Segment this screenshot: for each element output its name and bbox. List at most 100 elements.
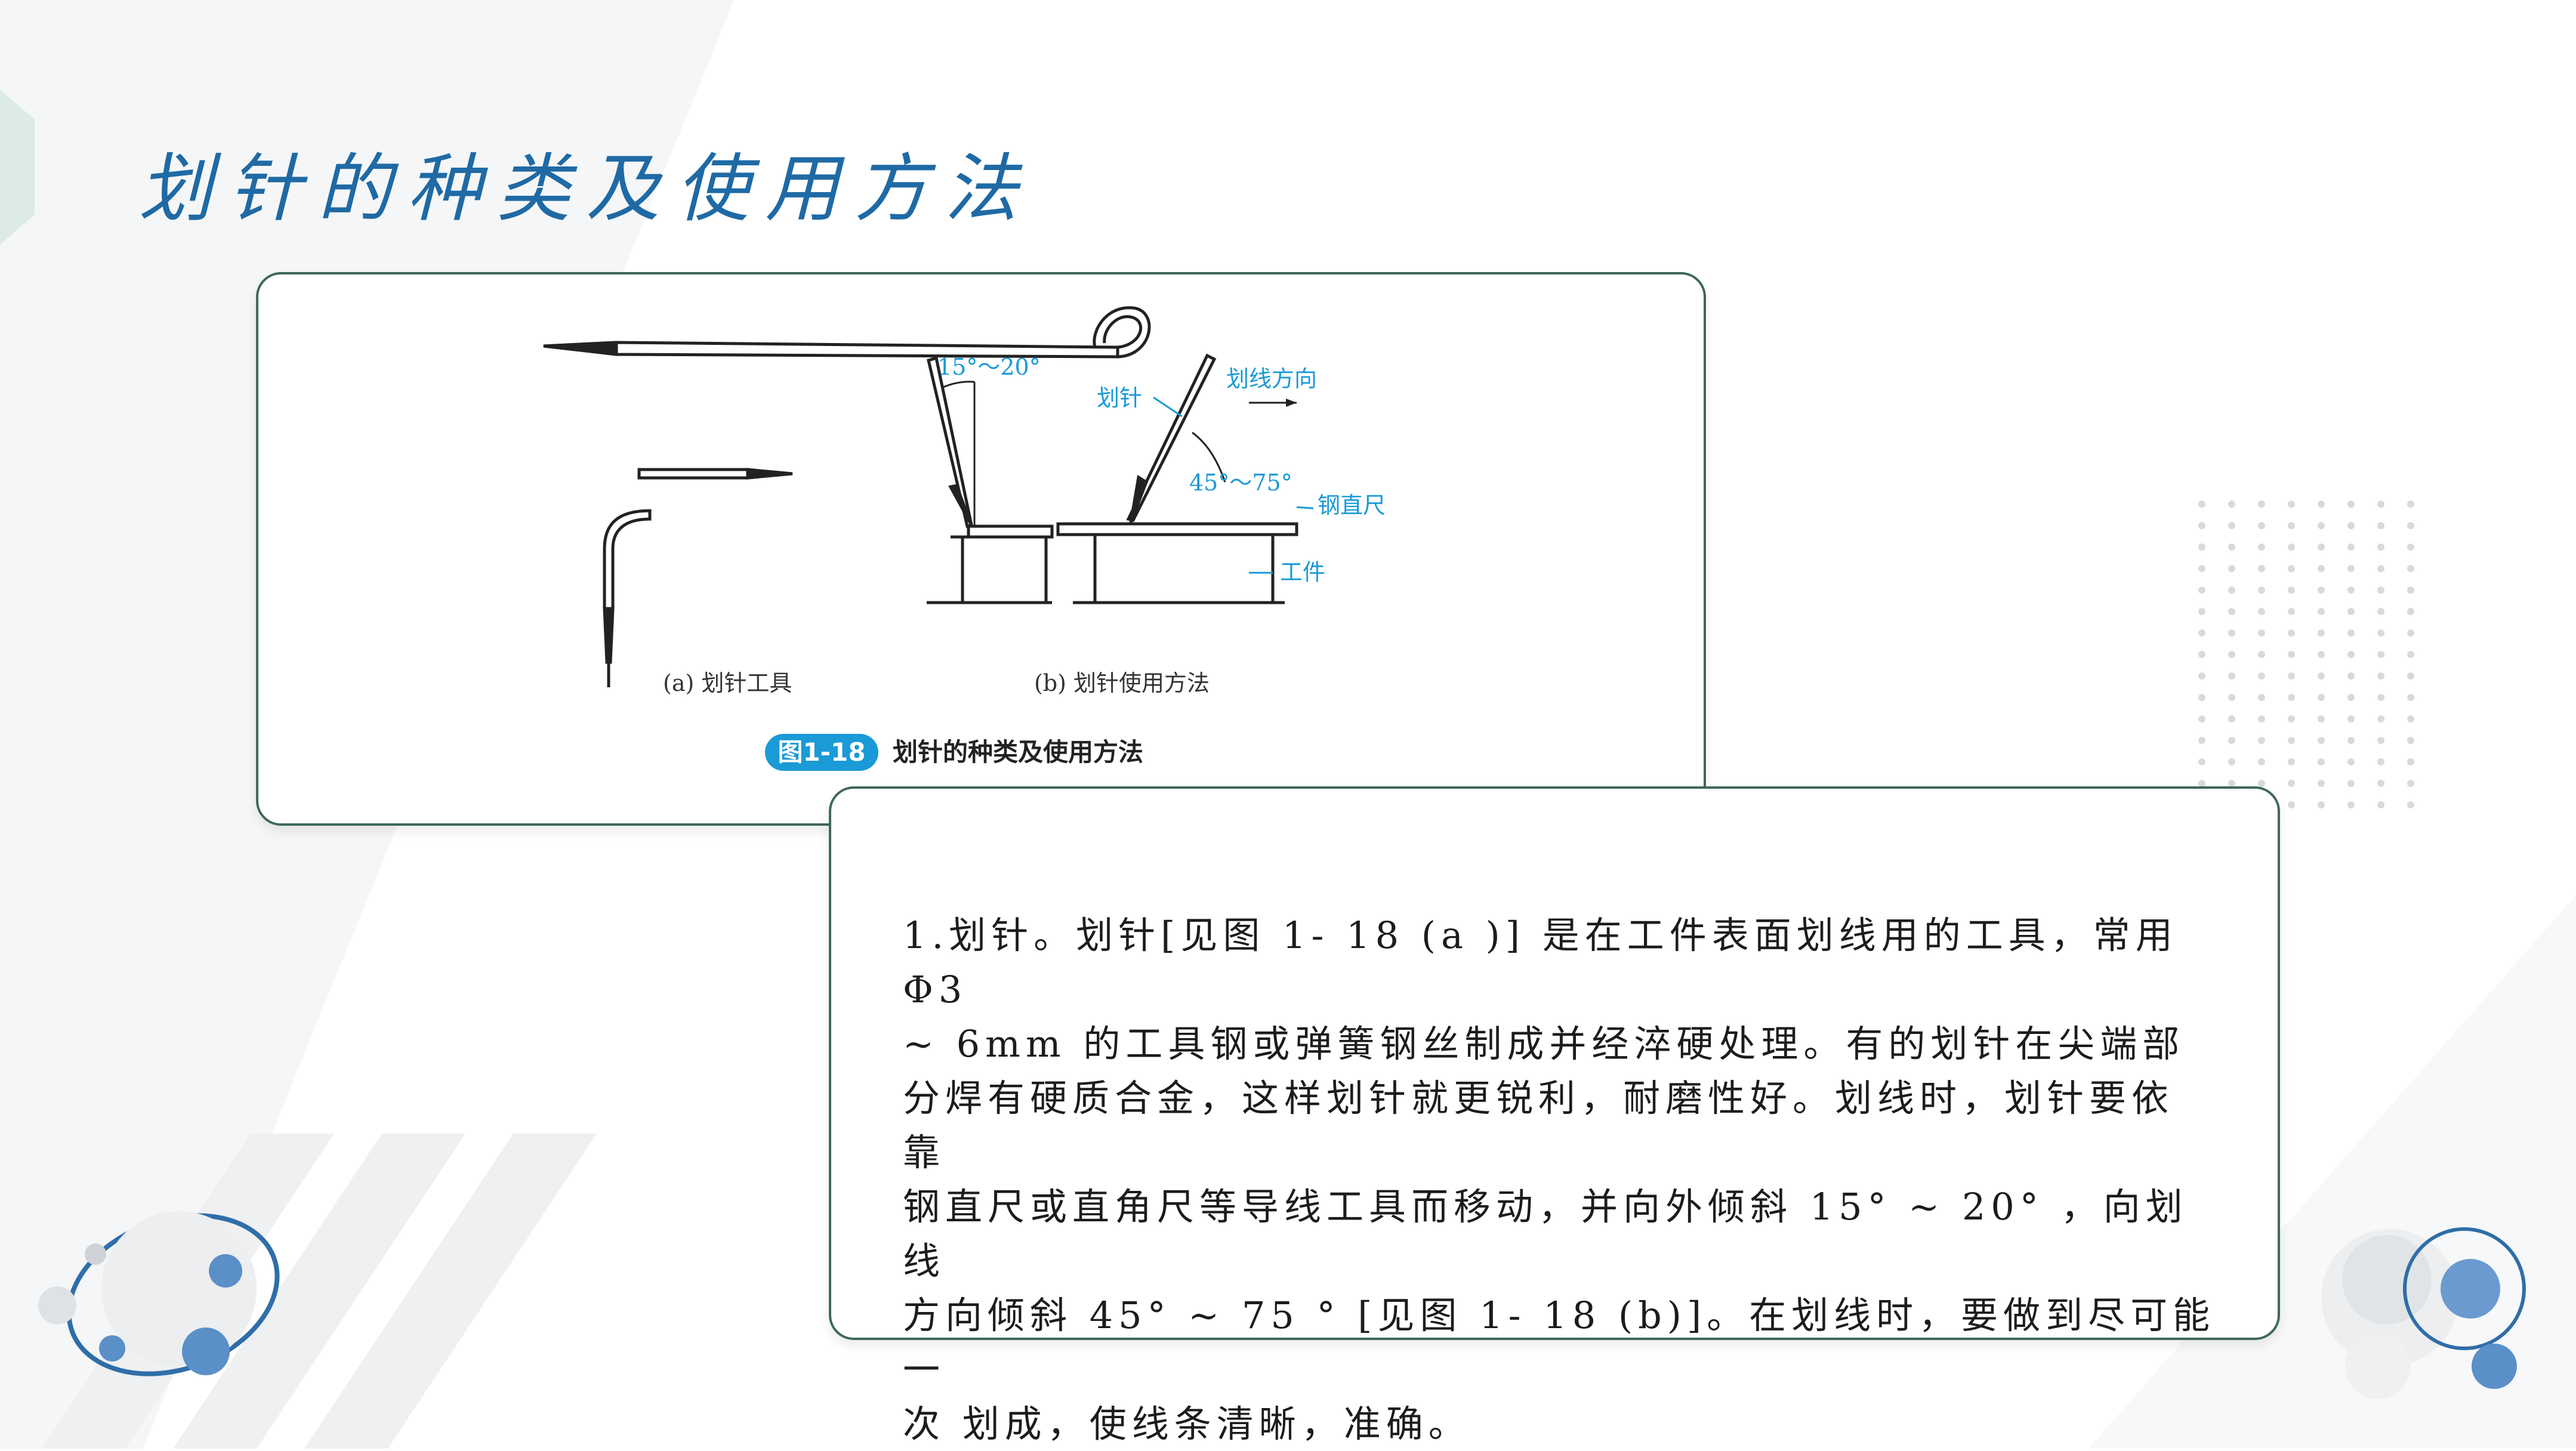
- grid-dot: [2347, 565, 2355, 572]
- grid-dot: [2318, 651, 2325, 658]
- bubbles-orbit-icon-left: [38, 1211, 280, 1376]
- grid-dot: [2347, 801, 2355, 808]
- grid-dot: [2318, 801, 2325, 808]
- grid-dot: [2318, 629, 2325, 637]
- grid-dot: [2198, 737, 2205, 744]
- label-angle-small: 15°～20°: [937, 354, 1041, 380]
- grid-dot: [2228, 651, 2235, 658]
- grid-dot: [2198, 586, 2205, 594]
- grid-dot: [2407, 608, 2414, 615]
- grid-dot: [2318, 758, 2325, 765]
- scriber-figure: 15°～20° 划针 划线方向 45°～75° 钢直尺 工件 (a) 划针工具 …: [543, 306, 1386, 771]
- grid-dot: [2377, 694, 2384, 701]
- grid-dot: [2377, 715, 2384, 723]
- stripe-2: [173, 1134, 465, 1449]
- page-title: 划针的种类及使用方法: [138, 146, 1034, 232]
- grid-dot: [2407, 501, 2414, 508]
- grid-dot: [2377, 801, 2384, 808]
- grid-dot: [2318, 608, 2325, 615]
- usage-diagram-left: [927, 356, 1054, 604]
- grid-dot: [2347, 544, 2355, 551]
- grid-dot: [2228, 737, 2235, 744]
- grid-dot: [2318, 715, 2325, 723]
- left-edge-tab: [0, 89, 35, 245]
- grid-dot: [2258, 629, 2265, 637]
- grid-dot: [2377, 501, 2384, 508]
- label-angle-large: 45°～75°: [1189, 470, 1292, 496]
- grid-dot: [2198, 544, 2205, 551]
- grid-dot: [2347, 672, 2355, 680]
- grid-dot: [2377, 629, 2384, 637]
- grid-dot: [2198, 780, 2205, 787]
- grid-dot: [2377, 780, 2384, 787]
- grid-dot: [2407, 565, 2414, 572]
- grid-dot: [2377, 737, 2384, 744]
- grid-dot: [2258, 651, 2265, 658]
- grid-dot: [2318, 672, 2325, 680]
- grid-dot: [2318, 501, 2325, 508]
- grid-dot: [2347, 694, 2355, 701]
- grid-dot: [2407, 629, 2414, 637]
- usage-diagram-right: [1056, 353, 1298, 604]
- grid-dot: [2228, 694, 2235, 701]
- grid-dot: [2318, 737, 2325, 744]
- grid-dot: [2198, 715, 2205, 723]
- grid-dot: [2407, 544, 2414, 551]
- grid-dot: [2377, 651, 2384, 658]
- grid-dot: [2228, 522, 2235, 529]
- label-workpiece: 工件: [1280, 559, 1325, 585]
- grid-dot: [2377, 522, 2384, 529]
- leader-lines: [1153, 396, 1314, 574]
- grid-dot: [2258, 758, 2265, 765]
- grid-dot: [2288, 629, 2295, 637]
- label-direction: 划线方向: [1226, 366, 1317, 392]
- grid-dot: [2288, 801, 2295, 808]
- grid-dot: [2407, 694, 2414, 701]
- sub-caption-a: (a) 划针工具: [663, 670, 792, 696]
- grid-dot: [2407, 780, 2414, 787]
- grid-dot: [2407, 522, 2414, 529]
- grid-dot: [2258, 694, 2265, 701]
- grid-dot: [2198, 694, 2205, 701]
- grid-dot: [2288, 780, 2295, 787]
- grid-dot: [2347, 608, 2355, 615]
- scriber-straight-tool: [637, 468, 793, 480]
- grid-dot: [2407, 715, 2414, 723]
- grid-dot: [2288, 501, 2295, 508]
- grid-dot: [2228, 586, 2235, 594]
- scriber-bent-tool: [603, 509, 652, 687]
- grid-dot: [2347, 501, 2355, 508]
- grid-dot: [2258, 715, 2265, 723]
- sub-caption-b: (b) 划针使用方法: [1034, 670, 1210, 696]
- grid-dot: [2288, 758, 2295, 765]
- grid-dot: [2288, 715, 2295, 723]
- grid-dot: [2228, 608, 2235, 615]
- grid-dot: [2407, 758, 2414, 765]
- grid-dot: [2318, 780, 2325, 787]
- grid-dot: [2288, 737, 2295, 744]
- grid-dot: [2228, 544, 2235, 551]
- grid-dot: [2377, 672, 2384, 680]
- grid-dot: [2198, 522, 2205, 529]
- grid-dot: [2407, 737, 2414, 744]
- grid-dot: [2258, 544, 2265, 551]
- grid-dot: [2258, 586, 2265, 594]
- scriber-hook-tool: [543, 306, 1151, 359]
- grid-dot: [2198, 758, 2205, 765]
- grid-dot: [2318, 694, 2325, 701]
- grid-dot: [2377, 586, 2384, 594]
- grid-dot: [2407, 651, 2414, 658]
- grid-dot: [2407, 672, 2414, 680]
- description-text: 1.划针。划针[见图 1- 18 (a )] 是在工件表面划线用的工具，常用 Φ…: [903, 913, 2216, 1446]
- grid-dot: [2198, 565, 2205, 572]
- grid-dot: [2347, 522, 2355, 529]
- caption-badge: [765, 734, 878, 771]
- grid-dot: [2288, 608, 2295, 615]
- grid-dot: [2288, 694, 2295, 701]
- grid-dot: [2377, 565, 2384, 572]
- bubbles-orbit-icon-right: [2321, 1227, 2526, 1399]
- grid-dot: [2377, 608, 2384, 615]
- caption-text: 划针的种类及使用方法: [893, 737, 1143, 767]
- grid-dot: [2258, 780, 2265, 787]
- label-scriber: 划针: [1097, 385, 1142, 411]
